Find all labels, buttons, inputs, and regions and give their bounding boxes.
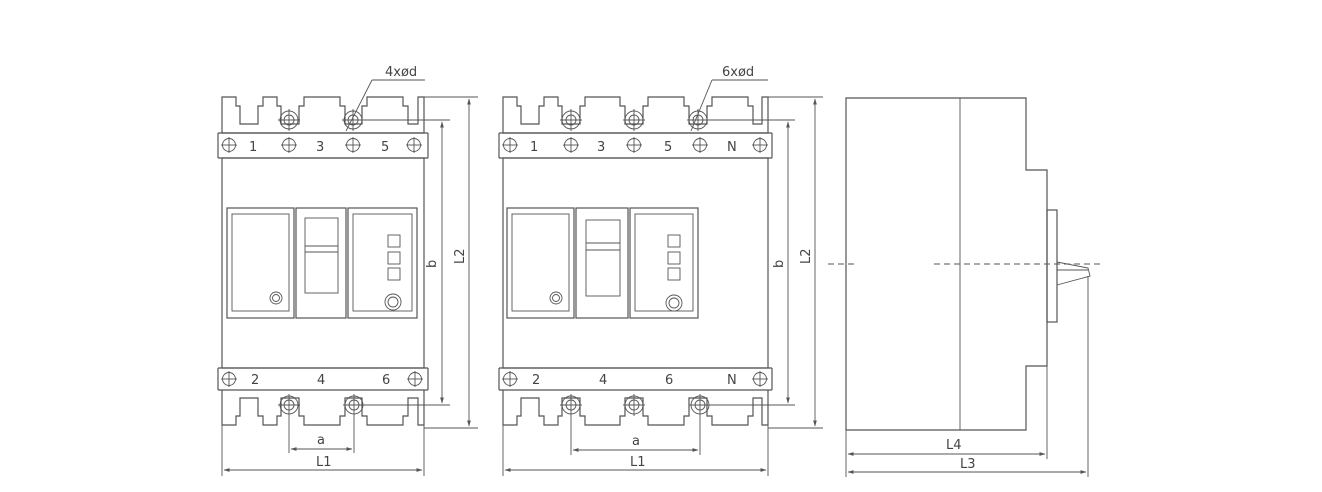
terminal-label: 5: [664, 140, 672, 155]
hole-callout: 4xød: [385, 65, 417, 80]
dimension-L2: L2: [799, 248, 814, 264]
handle-panel: [295, 207, 347, 319]
terminal-label: 2: [532, 373, 540, 388]
left-panel: [506, 207, 575, 319]
hole-callout: 6xød: [722, 65, 754, 80]
handle-panel: [575, 207, 629, 319]
terminal-label: 1: [530, 140, 538, 155]
bottom-terminal-crown: [221, 390, 425, 426]
terminal-label: 3: [316, 140, 324, 155]
dimension-b: b: [425, 260, 440, 268]
terminal-label: 1: [249, 140, 257, 155]
dimension-L1: L1: [630, 455, 646, 470]
right-panel: [629, 207, 699, 319]
dimension-L4: L4: [946, 438, 962, 453]
top-terminal-crown: [221, 96, 425, 134]
terminal-label: N: [727, 140, 737, 155]
terminal-label: 6: [665, 373, 673, 388]
terminal-label: 3: [597, 140, 605, 155]
four-pole-front-view: 1 3 5 N 2 4 6 N 6xød b L2 a L1: [498, 65, 823, 476]
dimension-a: a: [632, 434, 640, 449]
left-panel: [226, 207, 295, 319]
breaker-body: [221, 157, 425, 369]
terminal-label: 6: [382, 373, 390, 388]
terminal-label: 5: [381, 140, 389, 155]
dimension-a: a: [317, 433, 325, 448]
side-view: L4 L3: [828, 97, 1104, 477]
dimension-L2: L2: [453, 248, 468, 264]
terminal-label: 4: [317, 373, 325, 388]
terminal-label: N: [727, 373, 737, 388]
terminal-label: 2: [251, 373, 259, 388]
terminal-label: 4: [599, 373, 607, 388]
bottom-terminal-crown: [502, 390, 769, 426]
three-pole-front-view: 1 3 5 2 4 6 4xød b L2 a L1: [217, 65, 478, 476]
breaker-body: [502, 157, 769, 369]
right-panel: [347, 207, 418, 319]
handle-side: [1046, 209, 1058, 323]
dimension-L1: L1: [316, 455, 332, 470]
dimension-L3: L3: [960, 457, 976, 472]
dimension-b: b: [772, 260, 787, 268]
top-terminal-crown: [502, 96, 769, 134]
